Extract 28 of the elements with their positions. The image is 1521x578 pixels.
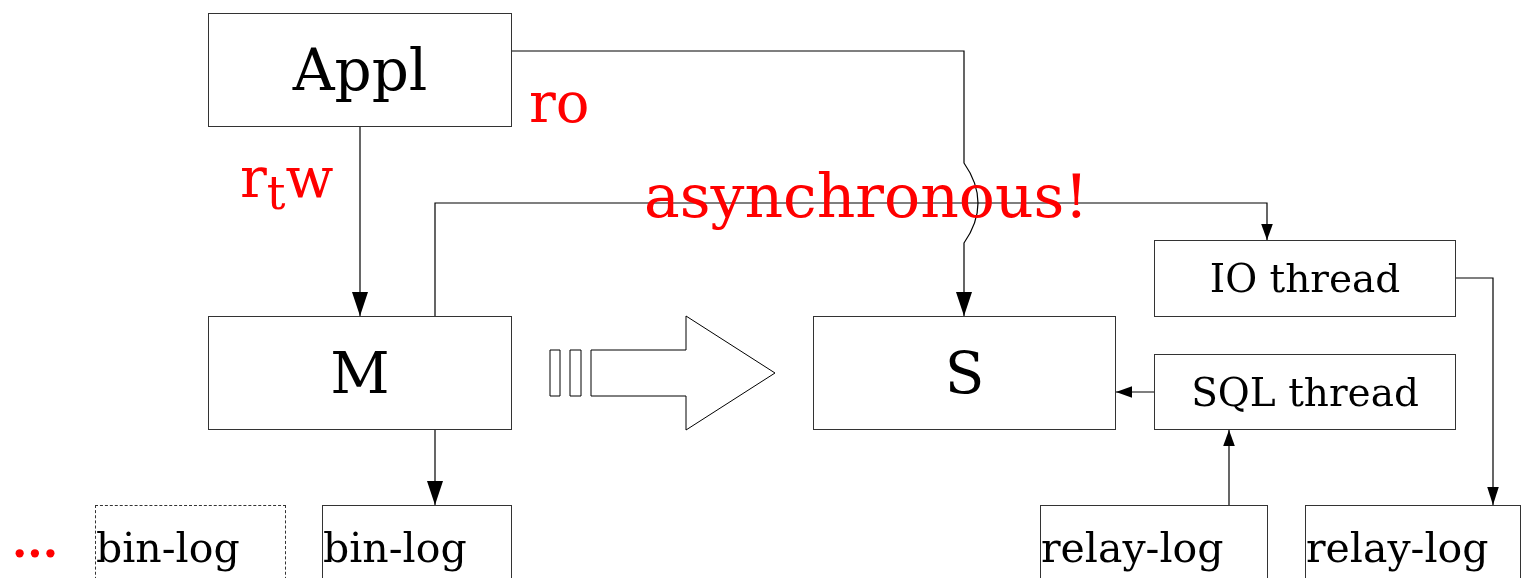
process-box — [1154, 354, 1456, 430]
node-label: Appl — [292, 36, 428, 104]
process-box — [1305, 505, 1521, 578]
node-label: IO thread — [1209, 256, 1401, 301]
process-box — [208, 316, 512, 430]
node-label: M — [330, 339, 390, 407]
node-label: S — [944, 339, 985, 407]
process-box — [208, 13, 512, 127]
arrow — [434, 202, 1273, 317]
arrow — [427, 429, 443, 506]
arrow — [352, 126, 368, 317]
process-box — [1040, 505, 1268, 578]
block-arrow — [549, 315, 776, 431]
process-box — [813, 316, 1116, 430]
process-box — [322, 505, 512, 578]
node-label: bin-log — [96, 524, 240, 572]
node-label: bin-log — [323, 524, 467, 572]
node-label: SQL thread — [1191, 369, 1419, 415]
node-label: relay-log — [1306, 524, 1489, 572]
dashed-box — [95, 505, 286, 578]
edge-label: ro — [529, 75, 590, 131]
process-box — [1154, 240, 1456, 317]
edge-label: r$_{t}$w — [240, 150, 334, 217]
arrow — [1223, 429, 1235, 506]
node-label: relay-log — [1041, 524, 1224, 572]
arrow — [1115, 386, 1155, 398]
arrow — [1455, 277, 1499, 506]
ellipsis-text: ... — [12, 520, 58, 564]
